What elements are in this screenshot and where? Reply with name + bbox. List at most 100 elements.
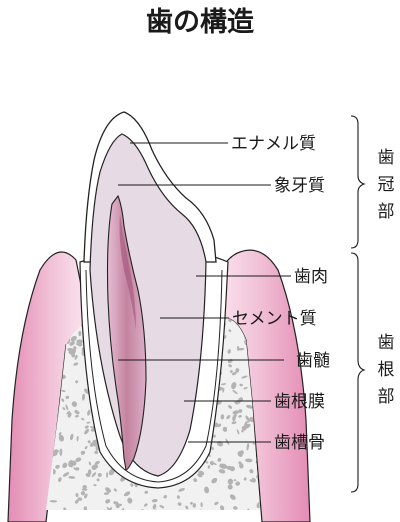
bone-speckle xyxy=(212,434,216,438)
bone-speckle xyxy=(256,501,260,509)
crown-brace xyxy=(350,115,366,249)
group-root-char-3: 部 xyxy=(378,387,395,407)
page-title: 歯の構造 xyxy=(146,7,254,38)
bone-speckle xyxy=(252,477,256,481)
bone-speckle xyxy=(108,468,115,476)
bone-speckle xyxy=(78,330,82,337)
bone-speckle xyxy=(243,386,248,390)
bone-speckle xyxy=(119,503,122,507)
bone-speckle xyxy=(103,509,106,510)
bone-speckle xyxy=(208,514,214,520)
bone-speckle xyxy=(82,484,87,490)
bone-speckle xyxy=(247,418,251,423)
bone-speckle xyxy=(236,429,240,435)
bone-speckle xyxy=(232,410,240,415)
bone-speckle xyxy=(68,460,74,468)
bone-speckle xyxy=(69,341,75,346)
bone-speckle xyxy=(219,463,223,468)
bone-speckle xyxy=(49,500,58,503)
bone-speckle xyxy=(141,515,146,520)
bone-speckle xyxy=(103,492,110,495)
bone-speckle xyxy=(235,368,240,373)
bone-speckle xyxy=(232,414,236,422)
bone-speckle xyxy=(229,494,236,500)
bone-speckle xyxy=(65,404,69,411)
bone-speckle xyxy=(249,479,256,483)
bone-speckle xyxy=(62,462,68,469)
bone-speckle xyxy=(81,393,86,401)
bone-speckle xyxy=(52,468,56,473)
bone-speckle xyxy=(69,433,74,441)
bone-speckle xyxy=(84,445,88,450)
bone-speckle xyxy=(230,370,233,373)
bone-speckle xyxy=(178,488,185,492)
bone-speckle xyxy=(59,448,63,456)
bone-speckle xyxy=(243,477,247,481)
bone-speckle xyxy=(239,463,244,469)
bone-speckle xyxy=(226,414,231,420)
bone-speckle xyxy=(70,335,77,342)
bone-speckle xyxy=(227,349,231,354)
bone-speckle xyxy=(73,362,79,366)
bone-speckle xyxy=(96,478,100,482)
bone-speckle xyxy=(144,490,148,494)
bone-speckle xyxy=(156,516,159,520)
bone-speckle xyxy=(232,389,238,395)
bone-speckle xyxy=(108,507,113,510)
label-periodontal-ligament: 歯根膜 xyxy=(274,392,325,412)
bone-speckle xyxy=(214,423,219,428)
bone-speckle xyxy=(154,516,160,522)
bone-speckle xyxy=(84,493,88,499)
bone-speckle xyxy=(97,473,102,477)
bone-speckle xyxy=(74,410,80,415)
bone-speckle xyxy=(83,506,88,510)
bone-speckle xyxy=(162,513,165,516)
bone-speckle xyxy=(85,473,91,478)
bone-speckle xyxy=(151,498,158,503)
bone-speckle xyxy=(163,495,167,499)
bone-speckle xyxy=(60,389,66,392)
bone-speckle xyxy=(123,491,131,497)
pulp-highlight xyxy=(119,214,136,330)
bone-speckle xyxy=(65,395,70,400)
bone-speckle xyxy=(144,503,148,507)
bone-speckle xyxy=(74,512,78,517)
bone-speckle xyxy=(213,510,219,517)
bone-speckle xyxy=(218,469,226,474)
bone-speckle xyxy=(177,518,182,520)
bone-speckle xyxy=(81,417,85,421)
bone-speckle xyxy=(238,409,243,413)
bone-speckle xyxy=(246,442,250,451)
bone-speckle xyxy=(52,449,58,456)
bone-speckle xyxy=(106,472,109,478)
bone-speckle xyxy=(71,401,78,407)
bone-speckle xyxy=(87,409,91,416)
label-pulp: 歯髄 xyxy=(296,351,330,371)
bone-speckle xyxy=(130,483,134,487)
label-enamel: エナメル質 xyxy=(231,134,316,154)
bone-speckle xyxy=(211,446,214,451)
bone-speckle xyxy=(89,442,95,447)
label-dentin: 象牙質 xyxy=(274,176,325,196)
bone-speckle xyxy=(73,346,77,350)
bone-speckle xyxy=(200,502,203,508)
bone-speckle xyxy=(237,451,243,457)
bone-speckle xyxy=(226,465,233,470)
cementum-line xyxy=(85,269,223,483)
bone-speckle xyxy=(227,478,234,485)
bone-speckle xyxy=(113,488,117,492)
group-root-char-1: 歯 xyxy=(378,333,395,353)
bone-speckle xyxy=(223,426,227,430)
label-alveolar-bone: 歯槽骨 xyxy=(274,433,325,453)
bone-speckle xyxy=(193,478,198,483)
bone-speckle xyxy=(211,477,218,484)
bone-speckle xyxy=(197,473,203,478)
bone-speckle xyxy=(222,387,225,393)
bone-speckle xyxy=(244,421,248,428)
bone-speckle xyxy=(220,508,224,510)
bone-speckle xyxy=(75,493,79,497)
bone-speckle xyxy=(228,364,232,368)
bone-speckle xyxy=(205,513,210,516)
bone-speckle xyxy=(234,401,238,405)
bone-speckle xyxy=(91,464,97,471)
